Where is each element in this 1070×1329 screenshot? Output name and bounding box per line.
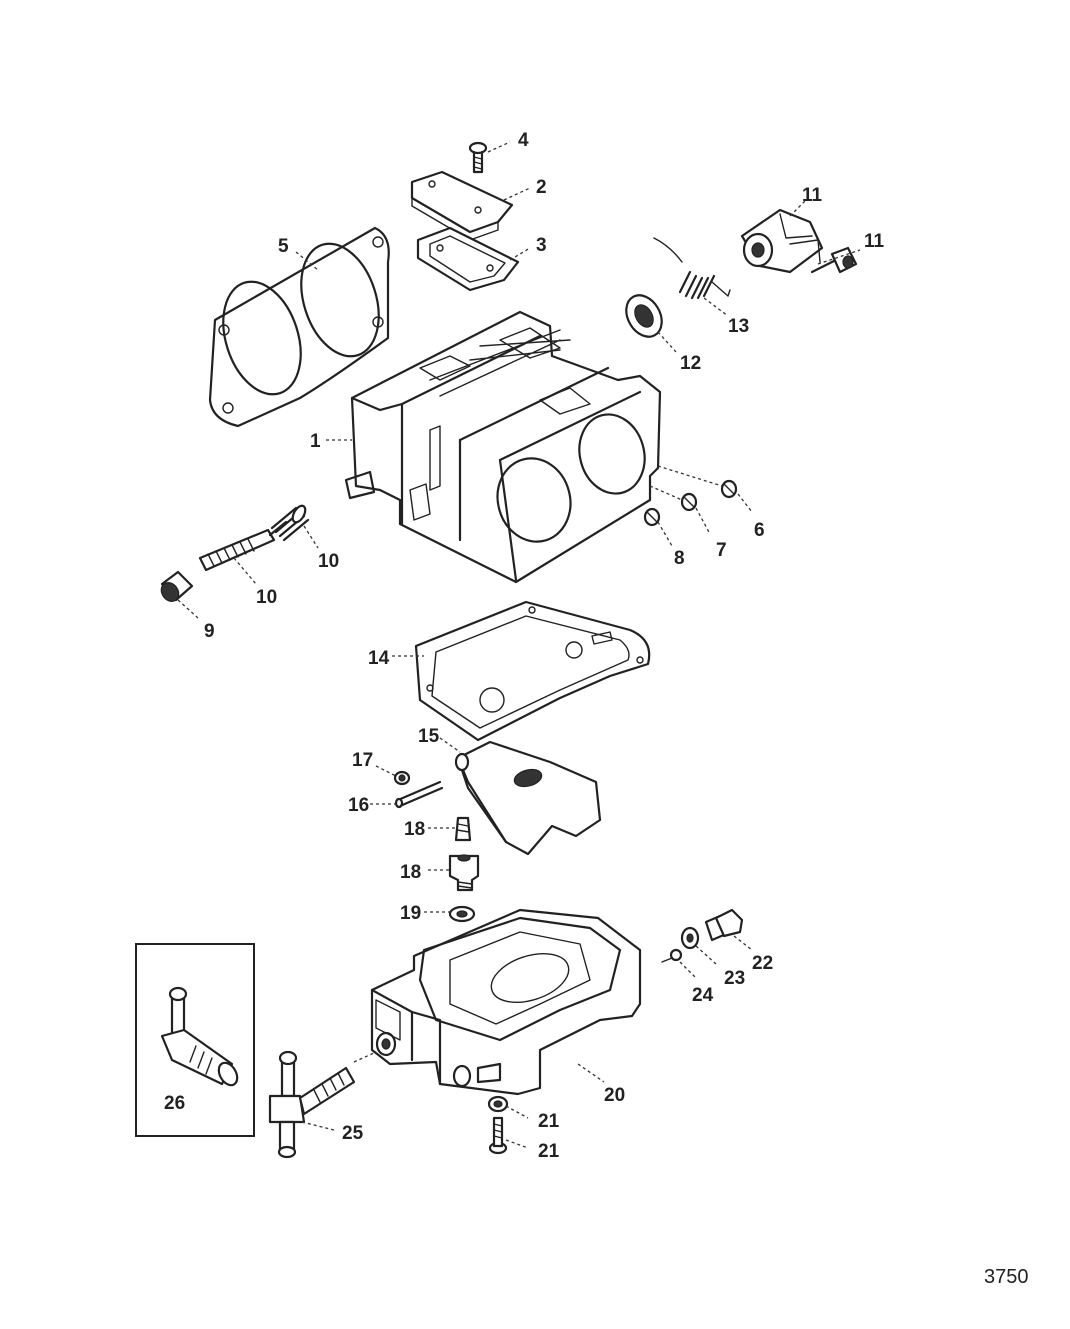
callout-21: 21 [538,1141,560,1162]
callout-21: 21 [538,1111,560,1132]
callout-22: 22 [752,953,773,974]
callout-16: 16 [348,795,369,816]
part-2-cover-plate [410,170,514,241]
inset-frame [135,943,255,1137]
callout-17: 17 [352,750,373,771]
callout-1: 1 [310,431,321,452]
part-26-elbow-fitting [160,986,239,1087]
callout-5: 5 [278,236,289,257]
part-18-inlet-needle [454,816,472,842]
callout-10: 10 [256,587,277,608]
callout-26: 26 [164,1093,185,1114]
callout-18: 18 [400,862,421,883]
callout-20: 20 [604,1085,625,1106]
part-5-flange-gasket [208,226,390,428]
part-24-screw [661,948,683,963]
callout-10: 10 [318,551,339,572]
callout-24: 24 [692,985,714,1006]
figure-number: 3750 [984,1266,1029,1288]
part-10-spring [270,504,310,542]
callout-4: 4 [518,130,529,151]
callout-11: 11 [802,185,823,206]
callout-18: 18 [404,819,425,840]
part-21-screw [488,1116,508,1155]
part-11-screw [810,246,858,274]
part-9-limiter-cap [160,570,194,602]
part-22-drain-plug [704,908,744,942]
part-11-choke-housing [740,208,824,274]
part-6-plug [720,479,738,499]
part-17-float-pin-retainer [393,770,411,786]
part-18-needle-seat [448,854,480,892]
callout-14: 14 [368,648,390,669]
part-19-washer [448,905,476,923]
part-16-float-pin [394,780,444,809]
part-12-bushing [625,294,663,338]
part-8-plug [643,507,661,527]
callout-9: 9 [204,621,215,642]
part-25-fuel-fitting [268,1050,356,1159]
callout-labels: 4 2 3 5 11 11 13 12 1 6 7 8 10 10 9 14 1… [164,130,885,1162]
callout-12: 12 [680,353,701,374]
part-21-washer [487,1095,509,1113]
callout-13: 13 [728,316,749,337]
callout-15: 15 [418,726,440,747]
part-1-carburetor-body [344,310,662,584]
callout-19: 19 [400,903,421,924]
part-23-washer [680,926,700,950]
part-15-float [454,740,602,856]
part-20-float-bowl [370,908,642,1096]
part-7-plug [680,492,698,512]
callout-25: 25 [342,1123,364,1144]
part-3-gasket [416,226,520,292]
callout-2: 2 [536,177,547,198]
part-14-bowl-gasket [414,600,651,742]
callout-7: 7 [716,540,727,561]
part-4-screw [468,141,488,174]
part-13-choke-spring [653,237,731,300]
part-10-mixture-needle [198,520,288,572]
leader-lines [177,141,861,1149]
callout-23: 23 [724,968,745,989]
callout-3: 3 [536,235,547,256]
callout-6: 6 [754,520,765,541]
callout-8: 8 [674,548,685,569]
callout-11: 11 [864,231,885,252]
